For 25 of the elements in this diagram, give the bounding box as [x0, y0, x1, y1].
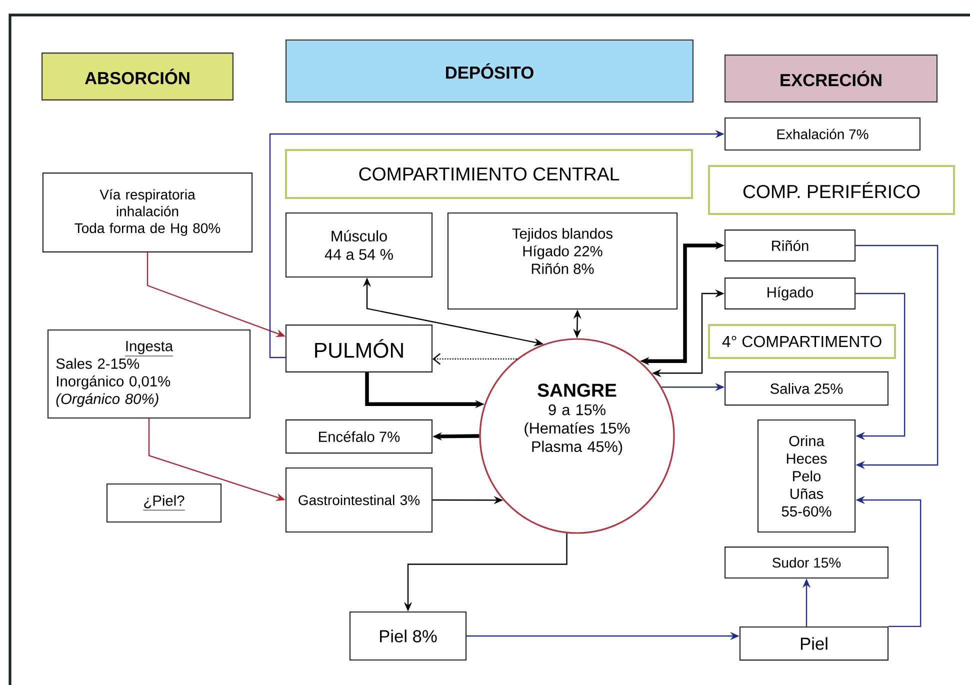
excretion-box: Saliva 25%: [724, 371, 889, 406]
tissue-box: Tejidos blandos Hígado 22% Riñón 8%: [447, 212, 678, 310]
tissue-box: Encéfalo 7%: [285, 419, 433, 454]
organ-box: Riñón: [724, 230, 856, 262]
organ-box: PULMÓN: [285, 324, 433, 372]
source-box: Ingesta Sales 2-15% Inorgánico 0,01% (Orgánico 80%): [47, 329, 251, 419]
excretion-box: Sudor 15%: [724, 546, 889, 578]
arrow: [856, 292, 906, 440]
heading-box: ABSORCIÓN: [42, 52, 234, 100]
tissue-box: Músculo 44 a 54 %: [285, 212, 433, 278]
source-box: Vía respiratoria inhalación Toda forma de Hg 80%: [42, 172, 253, 252]
compartment-box: COMP. PERIFÉRICO: [708, 165, 956, 215]
label-box: Exhalación 7%: [724, 117, 921, 151]
tissue-box: Gastrointestinal 3%: [285, 467, 433, 533]
compartment-box: 4° COMPARTIMENTO: [708, 324, 896, 360]
tissue-box: Piel 8%: [349, 611, 467, 661]
heading-box: DEPÓSITO: [286, 39, 694, 103]
source-box: ¿Piel?: [106, 483, 222, 523]
organ-box: Hígado: [724, 278, 856, 310]
compartment-box: COMPARTIMIENTO CENTRAL: [285, 149, 693, 199]
arrow: [432, 353, 517, 365]
heading-box: EXCRECIÓN: [724, 54, 938, 102]
arrow: [856, 244, 938, 470]
excretion-box: Piel: [739, 626, 889, 661]
excretion-box: Orina Heces Pelo Uñas 55-60%: [757, 419, 856, 533]
